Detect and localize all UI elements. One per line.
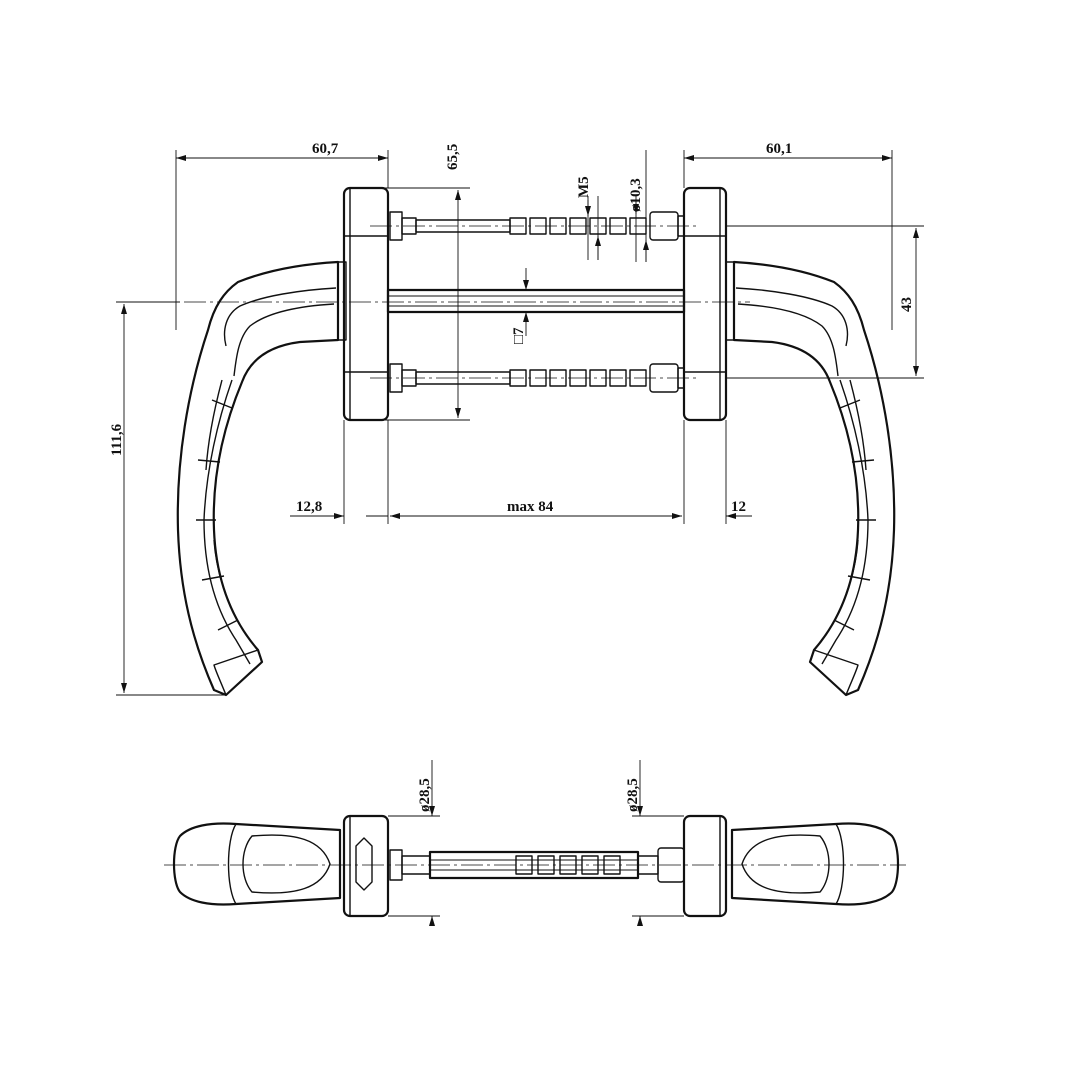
dim-thread-label: M5 bbox=[576, 176, 592, 198]
dim-right-depth-label: 60,1 bbox=[766, 141, 792, 157]
dim-rose-height-label: 65,5 bbox=[445, 144, 461, 170]
top-view: ø28,5 ø28,5 bbox=[164, 760, 906, 926]
dim-left-depth: 60,7 bbox=[175, 141, 389, 330]
spindle bbox=[386, 288, 686, 314]
dim-door-thickness-label: max 84 bbox=[507, 499, 554, 515]
dim-handle-height: 111,6 bbox=[109, 301, 226, 696]
dim-screw-spacing-label: 43 bbox=[899, 297, 915, 312]
dim-door-thickness: 12,8 max 84 12 bbox=[290, 420, 752, 524]
right-lever-top bbox=[730, 822, 900, 906]
dim-pin-diameter-label: ø10,3 bbox=[628, 178, 644, 212]
dim-left-depth-label: 60,7 bbox=[312, 141, 339, 157]
dim-rose-height: 65,5 bbox=[378, 144, 470, 421]
dim-rose-diameter-left-label: ø28,5 bbox=[417, 778, 433, 812]
dim-rose-diameter-right-label: ø28,5 bbox=[625, 778, 641, 812]
right-handle bbox=[732, 260, 896, 697]
dim-right-rose-thickness-label: 12 bbox=[731, 499, 746, 515]
left-handle bbox=[176, 260, 340, 697]
dim-screw-spacing: 43 bbox=[726, 225, 924, 379]
dim-spindle-square: □7 bbox=[511, 268, 529, 344]
left-rose-top bbox=[342, 814, 390, 918]
dim-left-rose-thickness-label: 12,8 bbox=[296, 499, 322, 515]
left-rose bbox=[337, 186, 390, 422]
dim-handle-height-label: 111,6 bbox=[109, 423, 125, 456]
dim-pin-diameter: ø10,3 bbox=[628, 150, 649, 262]
dim-thread: M5 bbox=[576, 176, 601, 260]
dim-spindle-square-label: □7 bbox=[511, 327, 527, 344]
dim-rose-diameter-left: ø28,5 bbox=[388, 760, 440, 926]
right-rose-top bbox=[682, 814, 728, 918]
front-view: 60,7 60,1 65,5 M5 bbox=[109, 141, 924, 697]
dim-rose-diameter-right: ø28,5 bbox=[625, 760, 684, 926]
left-lever-top bbox=[172, 822, 342, 906]
right-rose bbox=[682, 186, 735, 422]
dim-right-depth: 60,1 bbox=[683, 141, 893, 330]
